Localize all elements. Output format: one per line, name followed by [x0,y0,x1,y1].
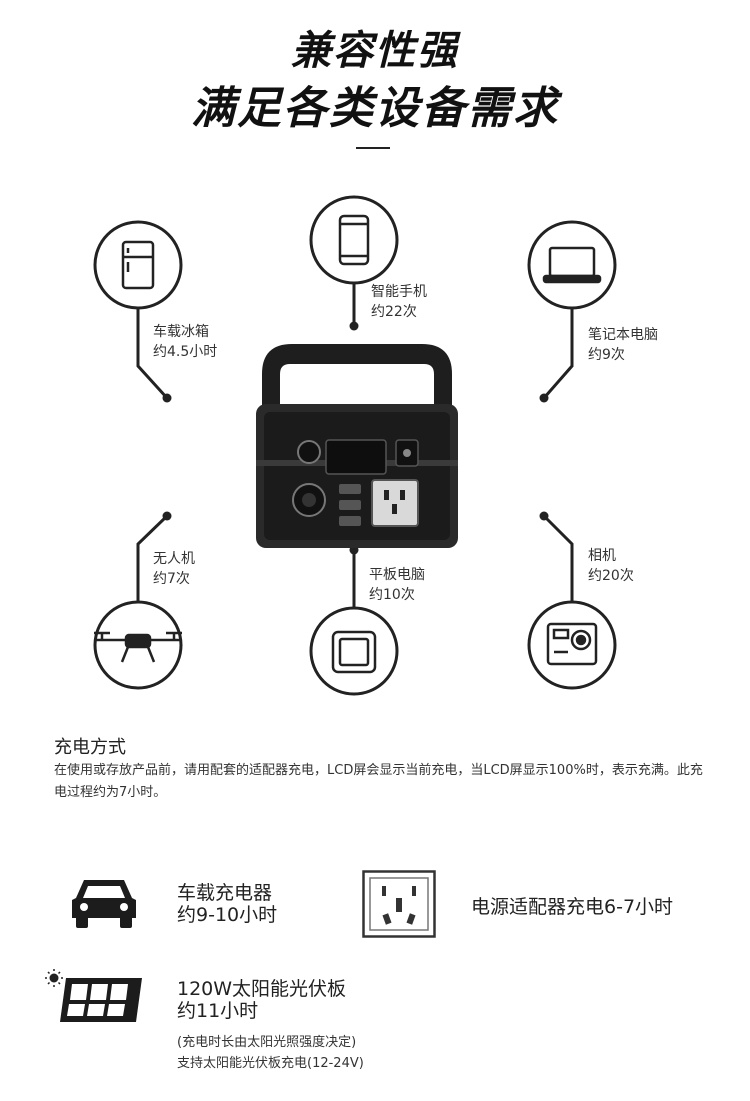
adapter-charging-title: 电源适配器充电6-7小时 [471,896,674,918]
device-label-fridge: 车载冰箱约4.5小时 [153,324,218,360]
fridge-icon [121,240,155,290]
tablet-icon [331,630,377,674]
solar-note-1: (充电时长由太阳光照强度决定) [177,1035,357,1050]
headline-line-1: 兼容性强 [291,28,459,74]
laptop-icon [542,246,602,284]
camera-icon [546,622,598,666]
device-label-laptop: 笔记本电脑约9次 [588,327,658,363]
charging-title: 充电方式 [54,737,126,758]
title-divider [356,147,390,149]
car-icon [72,880,136,928]
smartphone-icon [338,214,370,266]
headline-line-2: 满足各类设备需求 [191,83,559,134]
device-label-tablet: 平板电脑约10次 [369,567,425,603]
device-label-phone: 智能手机约22次 [371,284,427,320]
power-socket-icon [362,870,436,938]
device-label-camera: 相机约20次 [588,548,634,584]
power-station-image [256,344,458,548]
car-charger-time: 约9-10小时 [177,904,278,926]
drone-icon [94,631,182,663]
connector-camera [542,514,574,602]
solar-title: 120W太阳能光伏板 [177,978,347,1000]
connector-laptop [542,308,574,399]
connector-drone [136,514,169,602]
charging-description: 在使用或存放产品前，请用配套的适配器充电，LCD屏会显示当前充电，当LCD屏显示… [54,763,703,800]
connector-fridge [136,308,169,400]
solar-time: 约11小时 [177,1000,259,1022]
solar-note-2: 支持太阳能光伏板充电(12-24V) [177,1056,364,1071]
device-diagram [93,195,617,696]
device-label-drone: 无人机约7次 [153,551,195,587]
solar-panel-icon [45,969,142,1022]
car-charger-title: 车载充电器 [177,882,273,904]
